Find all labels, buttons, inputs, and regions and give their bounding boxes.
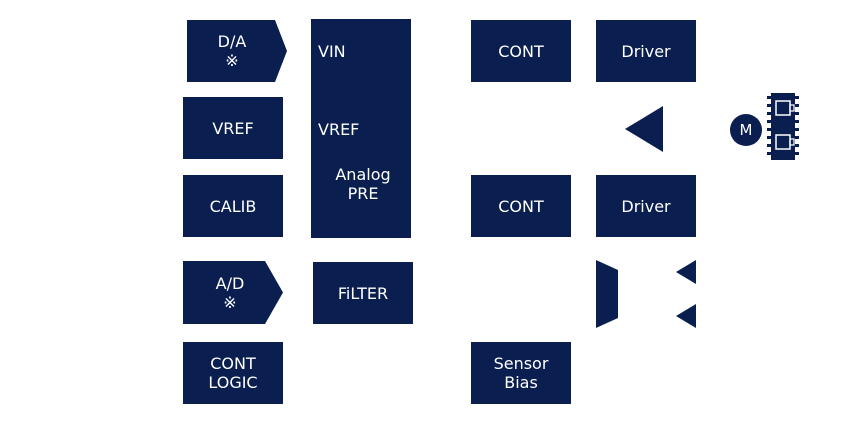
sensor-chip-icon — [767, 90, 799, 163]
triangle-left-icon — [625, 106, 663, 152]
triangle-left-small-icon — [676, 304, 696, 328]
calib-block: CALIB — [183, 175, 283, 237]
ad-block-shape — [183, 261, 283, 324]
cont-logic-label-line1: CONT — [210, 354, 256, 373]
sensor-bias-block: Sensor Bias — [471, 342, 571, 404]
motor-circle-icon: M — [730, 114, 762, 146]
cont-logic-label-line2: LOGIC — [208, 373, 258, 392]
sensor-bias-label-line1: Sensor — [493, 354, 549, 373]
analog-pre-block: VIN VREF Analog PRE — [311, 19, 411, 238]
da-converter-block: D/A ※ — [187, 20, 287, 82]
analog-pre-label-line2: PRE — [347, 184, 379, 203]
cont-mid-label: CONT — [498, 196, 544, 216]
ad-converter-block: A/D ※ — [183, 261, 283, 324]
triangle-left-small-icon — [676, 260, 696, 284]
driver-top-label: Driver — [621, 41, 671, 61]
da-block-shape — [187, 20, 287, 82]
analog-pre-vref-pin: VREF — [318, 120, 360, 139]
vref-block: VREF — [183, 97, 283, 159]
analog-pre-label-line1: Analog — [335, 165, 391, 184]
analog-pre-vin-pin: VIN — [318, 42, 346, 61]
cont-mid-block: CONT — [471, 175, 571, 237]
filter-block: FiLTER — [313, 262, 413, 324]
da-note-mark: ※ — [225, 51, 239, 70]
calib-label: CALIB — [209, 196, 257, 216]
cont-logic-block: CONT LOGIC — [183, 342, 283, 404]
sensor-bias-label-line2: Bias — [504, 373, 538, 392]
filter-label: FiLTER — [337, 283, 389, 303]
cont-top-label: CONT — [498, 41, 544, 61]
driver-mid-block: Driver — [596, 175, 696, 237]
motor-label: M — [739, 120, 753, 139]
vref-label: VREF — [212, 118, 254, 138]
ad-note-mark: ※ — [223, 292, 237, 312]
trapezoid-mux-icon — [596, 260, 618, 328]
cont-top-block: CONT — [471, 20, 571, 82]
ad-label: A/D — [215, 273, 245, 293]
da-label: D/A — [217, 32, 247, 51]
driver-mid-label: Driver — [621, 196, 671, 216]
driver-top-block: Driver — [596, 20, 696, 82]
